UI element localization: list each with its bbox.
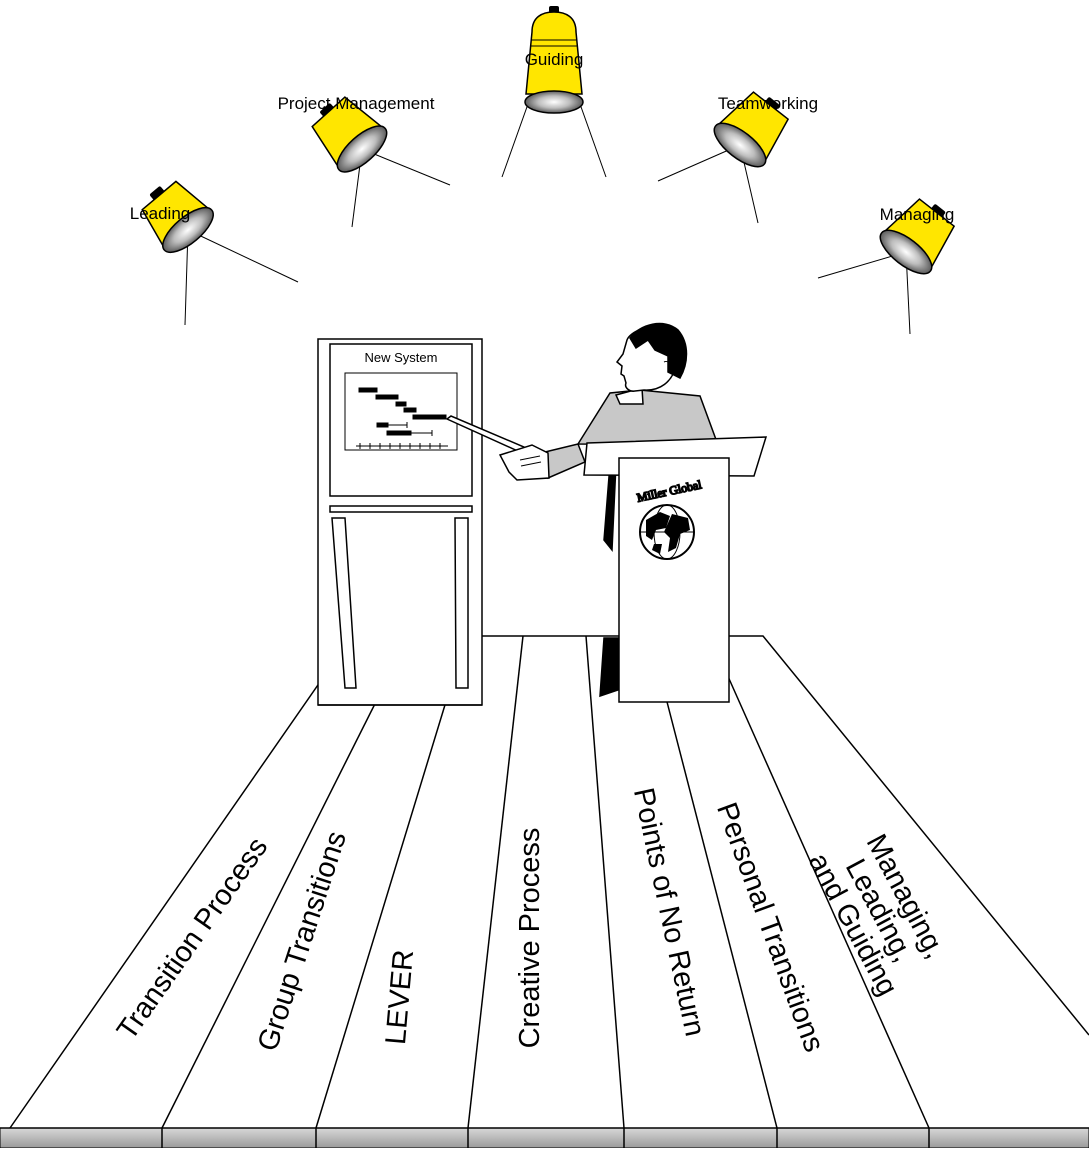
stage-floor: Transition Process Group Transitions LEV…	[0, 635, 1089, 1149]
spotlight-label-managing: Managing	[880, 205, 955, 224]
spotlight-guiding	[501, 6, 607, 178]
lamp-lens	[713, 122, 767, 168]
plank-label-personal-transitions: Personal Transitions	[710, 798, 830, 1056]
spotlight-managing	[817, 198, 956, 335]
spotlight-label-leading: Leading	[130, 204, 191, 223]
plank-label-creative-process: Creative Process	[514, 828, 546, 1049]
lamp-lens	[162, 206, 214, 254]
spotlight-teamworking	[657, 91, 790, 224]
spotlight-leading	[141, 180, 299, 326]
board-title: New System	[365, 350, 438, 365]
lamp-lens	[336, 125, 388, 173]
spotlight-label-guiding: Guiding	[525, 50, 584, 69]
lamp-housing	[525, 11, 583, 95]
lamp-lens	[879, 229, 933, 275]
gantt-frame	[344, 372, 458, 451]
new-system-board: New System	[344, 350, 458, 451]
plank-label-transition-process: Transition Process	[111, 832, 274, 1046]
presenter	[445, 322, 720, 698]
plank-label-managing-wrap: Managing,Leading,and Guiding	[802, 820, 957, 1001]
plank-label-lever: LEVER	[380, 948, 420, 1046]
plank-label-group-transitions: Group Transitions	[252, 827, 353, 1055]
spotlight-label-project-management: Project Management	[278, 94, 435, 113]
spotlight-label-teamworking: Teamworking	[718, 94, 818, 113]
plank-label-managing-leading-guiding: Managing,Leading,and Guiding	[802, 820, 957, 1001]
podium: Miller Global	[583, 436, 768, 703]
spotlight-project-management	[311, 96, 451, 228]
gantt-chart	[356, 387, 448, 449]
plank-label-personal-transitions-wrap: Personal Transitions	[710, 798, 830, 1056]
lamp-lens	[524, 90, 584, 114]
